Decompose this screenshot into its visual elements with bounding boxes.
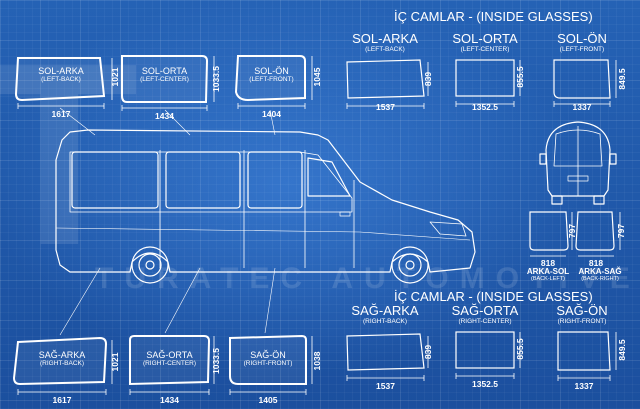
outer-left-back-label: SOL-ARKA (LEFT-BACK) <box>38 66 84 83</box>
inner-left-back-height: 839 <box>423 71 433 87</box>
outer-right-front-label: SAĞ-ÖN (RIGHT-FRONT) <box>243 350 293 367</box>
outer-right-back-height: 1021 <box>110 352 120 372</box>
inside-glasses-title-top: İÇ CAMLAR - (INSIDE GLASSES) <box>394 9 593 24</box>
outer-left-front-label: SOL-ÖN (LEFT-FRONT) <box>249 66 294 83</box>
glass-outer-right-front-shape <box>229 334 307 385</box>
watermark-logo: T <box>0 10 139 300</box>
glass-outer-left-back-shape <box>14 57 106 102</box>
glass-outer-left-front-shape <box>234 55 306 102</box>
inner-left-front-heading: SOL-ÖN (LEFT-FRONT) <box>557 31 607 53</box>
outer-left-center-label: SOL-ORTA (LEFT-CENTER) <box>140 66 189 83</box>
glass-inner-left-back-shape <box>346 59 425 99</box>
glass-outer-right-back-shape <box>12 336 108 386</box>
outer-right-center-height: 1033.5 <box>211 348 221 374</box>
back-left-width: 818 <box>540 258 556 268</box>
outer-right-center-width: 1434 <box>160 395 179 405</box>
inner-right-center-heading: SAĞ-ORTA (RIGHT-CENTER) <box>451 303 519 325</box>
inner-right-center-height: 855.5 <box>515 338 525 360</box>
inner-right-back-height: 839 <box>423 344 433 360</box>
van-back-view <box>539 121 617 205</box>
outer-left-front-height: 1045 <box>312 67 322 87</box>
glass-inner-left-front-shape <box>553 59 611 99</box>
outer-right-front-height: 1038 <box>312 351 322 371</box>
inner-left-center-width: 1352.5 <box>472 102 498 112</box>
inner-right-front-height: 849.5 <box>617 339 627 361</box>
back-right-height: 797 <box>616 223 626 239</box>
glass-back-left-shape <box>529 211 569 251</box>
outer-right-center-label: SAĞ-ORTA (RIGHT-CENTER) <box>142 350 197 367</box>
outer-left-back-height: 1021 <box>110 67 120 87</box>
glass-outer-right-center-shape <box>129 335 211 386</box>
glass-inner-right-front-shape <box>557 331 611 371</box>
outer-left-center-height: 1033.5 <box>211 66 221 92</box>
inner-left-front-height: 849.5 <box>617 68 627 90</box>
inner-right-center-width: 1352.5 <box>472 379 498 389</box>
outer-right-back-label: SAĞ-ARKA (RIGHT-BACK) <box>38 350 86 367</box>
outer-left-front-width: 1404 <box>262 109 281 119</box>
glass-back-right-shape <box>575 211 615 251</box>
outer-right-front-width: 1405 <box>258 395 278 405</box>
glass-outer-left-center-shape <box>121 55 209 103</box>
inner-left-back-width: 1537 <box>376 102 395 112</box>
inner-right-front-heading: SAĞ-ÖN (RIGHT-FRONT) <box>556 303 608 325</box>
outer-left-back-width: 1617 <box>51 109 71 119</box>
inner-left-back-heading: SOL-ARKA (LEFT-BACK) <box>352 31 418 53</box>
watermark-text: TURATEC AUTOMOTIVE <box>95 262 640 295</box>
glass-inner-right-center-shape <box>455 331 515 369</box>
inner-right-back-width: 1537 <box>376 381 395 391</box>
inner-right-back-heading: SAĞ-ARKA (RIGHT-BACK) <box>351 303 419 325</box>
inner-left-center-heading: SOL-ORTA (LEFT-CENTER) <box>452 31 518 53</box>
back-right-width: 818 <box>588 258 604 268</box>
inside-glasses-title-bottom: İÇ CAMLAR - (INSIDE GLASSES) <box>394 289 593 304</box>
van-side-view <box>55 129 476 284</box>
glass-inner-left-center-shape <box>455 59 515 97</box>
back-right-label: ARKA-SAĞ (BACK-RIGHT) <box>578 267 622 282</box>
inner-left-center-height: 855.5 <box>515 66 525 88</box>
outer-right-back-width: 1617 <box>52 395 72 405</box>
inner-right-front-width: 1337 <box>574 381 594 391</box>
back-left-label: ARKA-SOL (BACK-LEFT) <box>526 267 570 282</box>
back-left-height: 797 <box>567 223 577 239</box>
glass-inner-right-back-shape <box>346 333 425 371</box>
inner-left-front-width: 1337 <box>572 102 592 112</box>
outer-left-center-width: 1434 <box>155 111 174 121</box>
